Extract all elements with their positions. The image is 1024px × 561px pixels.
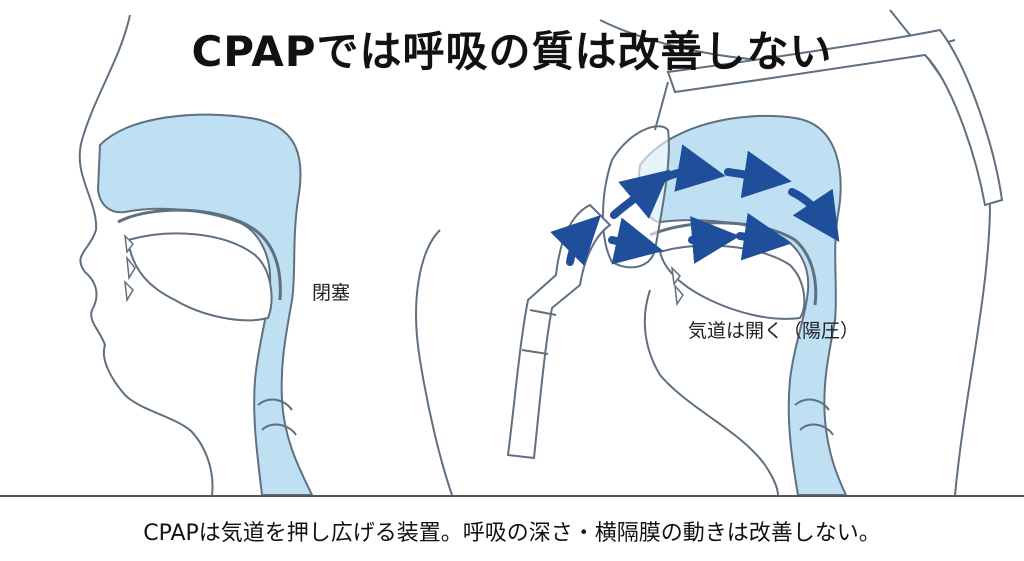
left-head-cross-section-icon [78, 14, 453, 496]
airflow-arrows [550, 144, 840, 266]
page-title: CPAPでは呼吸の質は改善しない [191, 27, 833, 76]
cpap-headgear-strap [666, 28, 1004, 207]
airway-open-label: 気道は開く（陽圧） [688, 320, 860, 342]
occlusion-label: 閉塞 [312, 282, 351, 304]
left-airway-shape [96, 113, 314, 496]
caption-box: CPAPは気道を押し広げる装置。呼吸の深さ・横隔膜の動きは改善しない。 [0, 495, 1024, 561]
cpap-mask-and-hose-icon [506, 81, 670, 460]
caption-text: CPAPは気道を押し広げる装置。呼吸の深さ・横隔膜の動きは改善しない。 [143, 521, 881, 546]
